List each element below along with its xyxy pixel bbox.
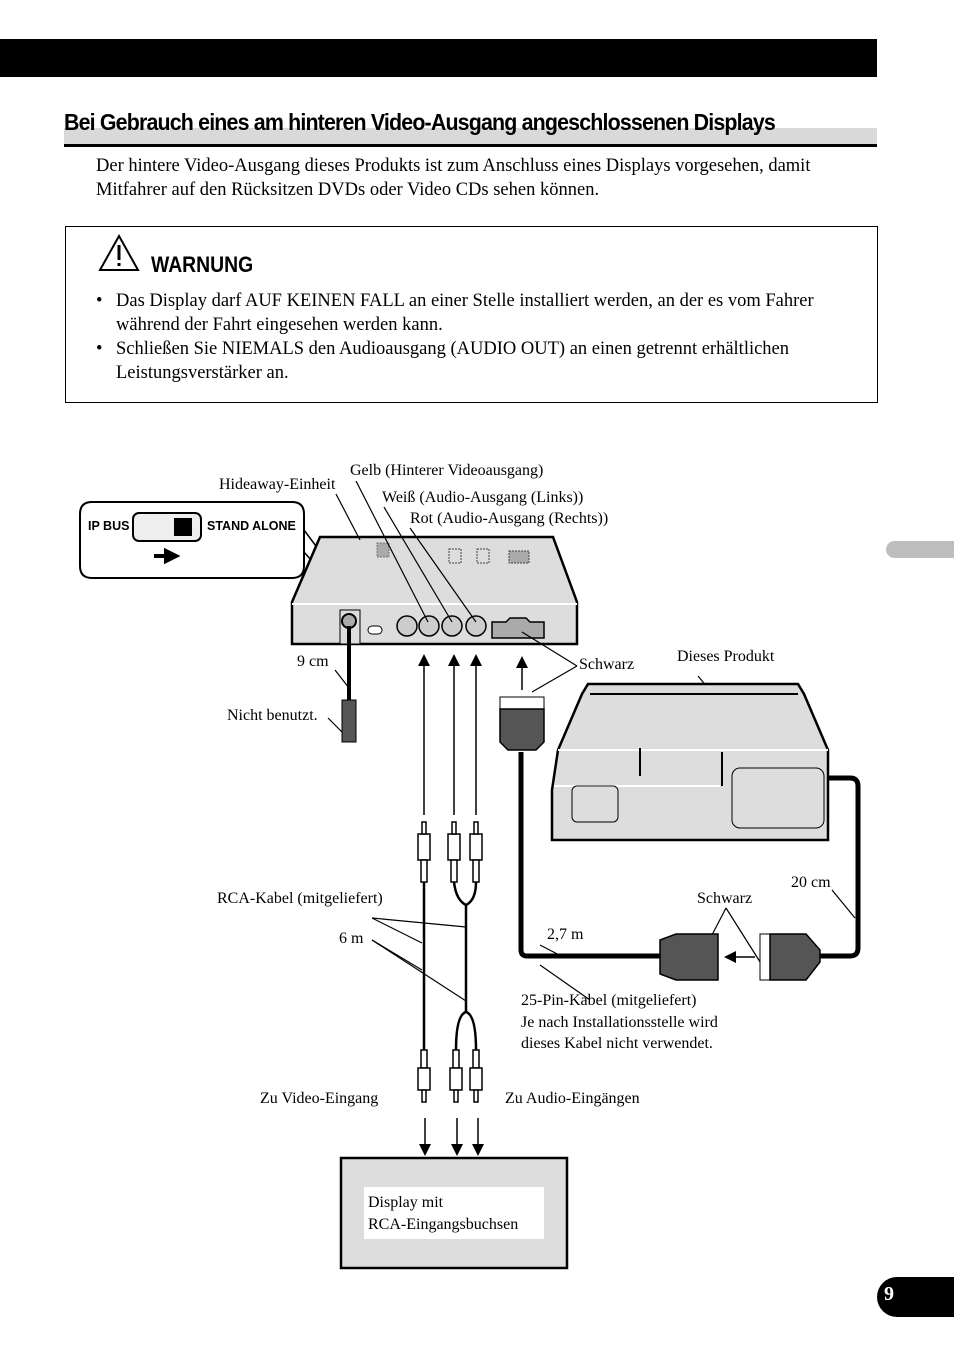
label-20cm: 20 cm xyxy=(791,874,831,891)
switch-label-stand-alone: STAND ALONE xyxy=(207,519,296,533)
warning-item: Schließen Sie NIEMALS den Audioausgang (… xyxy=(96,337,866,385)
warning-triangle-icon xyxy=(98,234,140,271)
label-pin-cable-2: Je nach Installationsstelle wird xyxy=(521,1014,718,1031)
label-yellow: Gelb (Hinterer Videoausgang) xyxy=(350,462,544,479)
label-pin-cable-3: dieses Kabel nicht verwendet. xyxy=(521,1035,713,1052)
connection-diagram: IP BUS STAND ALONE Hideaway-Einheit Gelb… xyxy=(0,420,954,1280)
title-band xyxy=(64,128,877,144)
label-white: Weiß (Audio-Ausgang (Links)) xyxy=(382,489,584,506)
hideaway-unit xyxy=(290,535,579,646)
switch-label-ip-bus: IP BUS xyxy=(88,519,130,533)
label-9cm: 9 cm xyxy=(297,653,329,670)
label-hideaway: Hideaway-Einheit xyxy=(219,476,336,493)
warning-list: Das Display darf AUF KEINEN FALL an eine… xyxy=(96,289,866,385)
label-red: Rot (Audio-Ausgang (Rechts)) xyxy=(410,510,609,527)
label-display-1: Display mit xyxy=(368,1194,444,1211)
label-not-used: Nicht benutzt. xyxy=(227,707,318,724)
main-product xyxy=(550,682,830,842)
intro-paragraph: Der hintere Video-Ausgang dieses Produkt… xyxy=(96,156,811,200)
warning-item: Das Display darf AUF KEINEN FALL an eine… xyxy=(96,289,866,337)
section-tab xyxy=(886,541,954,558)
label-to-audio: Zu Audio-Eingängen xyxy=(505,1090,640,1107)
page-number: 9 xyxy=(884,1283,894,1305)
label-2-7m: 2,7 m xyxy=(547,926,584,943)
label-black-top: Schwarz xyxy=(579,656,635,673)
label-display-2: RCA-Eingangsbuchsen xyxy=(368,1216,519,1233)
header-bar xyxy=(0,39,877,77)
title-rule xyxy=(64,144,877,147)
warning-title: WARNUNG xyxy=(151,252,254,277)
warning-box: WARNUNG Das Display darf AUF KEINEN FALL… xyxy=(65,226,878,403)
label-pin-cable-1: 25-Pin-Kabel (mitgeliefert) xyxy=(521,992,697,1009)
label-black-bottom: Schwarz xyxy=(697,890,753,907)
label-to-video: Zu Video-Eingang xyxy=(260,1090,379,1107)
label-6m: 6 m xyxy=(339,930,364,947)
label-this-product: Dieses Produkt xyxy=(677,648,775,665)
page-title: Bei Gebrauch eines am hinteren Video-Aus… xyxy=(64,109,776,135)
page-number-tab xyxy=(877,1277,954,1317)
rca-plugs-bottom xyxy=(417,1049,483,1103)
diagram-drawing xyxy=(79,480,861,1270)
label-rca-cable: RCA-Kabel (mitgeliefert) xyxy=(217,890,383,907)
rca-plugs-top xyxy=(417,821,483,883)
